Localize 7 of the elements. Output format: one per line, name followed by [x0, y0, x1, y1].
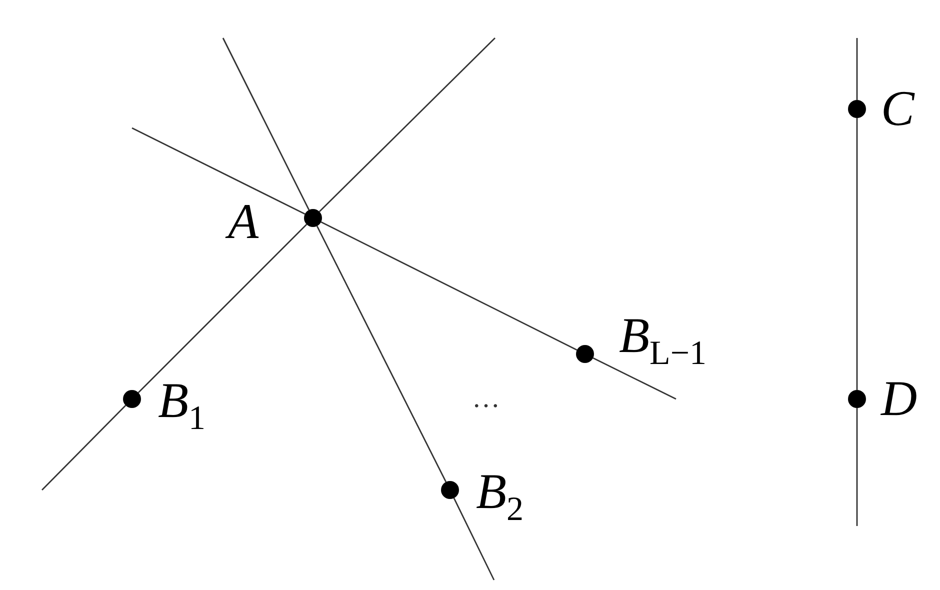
point-label: D: [881, 373, 918, 423]
point-label: C: [881, 83, 914, 133]
line-segment: [320, 221, 578, 351]
line-segment: [856, 118, 858, 390]
line-segment: [138, 224, 308, 394]
line-segment: [316, 226, 447, 482]
ellipsis-text: …: [472, 385, 500, 413]
